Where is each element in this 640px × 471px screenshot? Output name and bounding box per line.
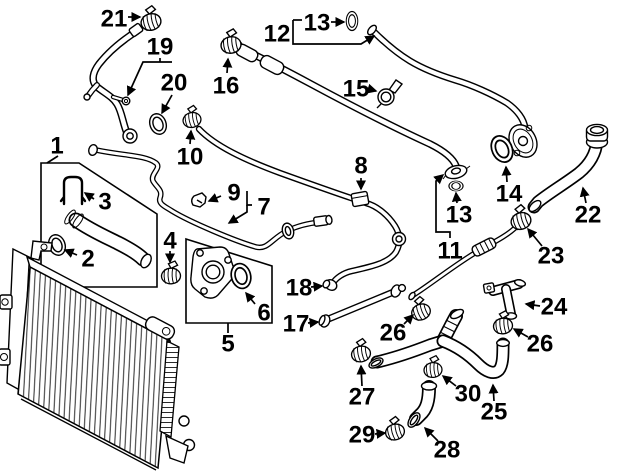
callout-6: 6	[257, 300, 270, 327]
callout-15: 15	[343, 76, 370, 103]
callout-leader-19-1	[126, 61, 172, 97]
callout-1: 1	[50, 133, 63, 160]
callout-19: 19	[147, 34, 174, 61]
callout-leader-25-0	[488, 383, 499, 402]
callout-23: 23	[538, 243, 565, 270]
clamp-part-10	[179, 103, 203, 130]
box-part-1	[40, 162, 158, 288]
callout-9: 9	[227, 180, 240, 207]
callout-leader-20-0	[161, 94, 173, 115]
callout-24: 24	[541, 294, 568, 321]
callout-leader-23-0	[527, 227, 543, 247]
callout-leader-15-0	[366, 83, 378, 94]
oring-part-20	[146, 110, 170, 138]
callout-leader-16-0	[222, 57, 233, 74]
clamp-part-30	[421, 354, 444, 379]
callout-12: 12	[264, 21, 291, 48]
hose-part-12	[366, 24, 538, 158]
callout-13b: 13	[446, 202, 473, 229]
hose-part-2	[64, 209, 152, 269]
hose-part-22	[527, 123, 609, 213]
flange-part-11	[442, 164, 471, 180]
clamp-part-29	[381, 414, 407, 443]
callout-26b: 26	[527, 331, 554, 358]
pipe-part-19	[83, 22, 144, 144]
callout-3: 3	[98, 189, 111, 216]
callout-28: 28	[434, 437, 461, 464]
callout-26a: 26	[380, 320, 407, 347]
manifold-part-24	[482, 279, 527, 320]
callout-leader-27-0	[356, 364, 367, 387]
callout-leader-7-0	[246, 191, 252, 206]
callout-22: 22	[575, 202, 602, 229]
callout-leader-10-0	[185, 129, 196, 145]
hose-part-8-10-18	[199, 129, 407, 291]
callout-leader-29-0	[374, 428, 387, 439]
clamp-part-27	[347, 336, 373, 365]
callout-leader-1-0	[46, 155, 59, 164]
oring-part-13-mid	[448, 180, 464, 192]
callout-17: 17	[283, 311, 310, 338]
fitting-part-18	[322, 279, 338, 291]
pipe-part-11	[233, 41, 471, 180]
callout-leader-30-0	[441, 375, 457, 387]
hose-part-28	[407, 382, 438, 428]
bracket-part-15	[376, 79, 404, 109]
callout-25: 25	[481, 399, 508, 426]
callout-16: 16	[213, 73, 240, 100]
radiator	[0, 240, 196, 471]
callout-leader-24-0	[524, 300, 541, 311]
thermostat-part-5	[190, 246, 236, 299]
hose-part-25	[368, 308, 511, 373]
callout-18: 18	[286, 275, 313, 302]
callout-7: 7	[257, 194, 270, 221]
callout-leader-17-0	[307, 317, 320, 328]
clip-part-9	[191, 192, 207, 208]
callout-21: 21	[101, 6, 128, 33]
callout-leader-14-0	[501, 165, 512, 183]
callout-leader-22-0	[579, 186, 590, 204]
callout-4: 4	[163, 228, 177, 255]
clamp-part-4	[160, 260, 182, 285]
callout-5: 5	[221, 331, 234, 358]
callout-leader-6-0	[245, 291, 256, 305]
pipe-part-24	[408, 228, 527, 320]
callout-2: 2	[81, 246, 94, 273]
callout-leader-7-1	[227, 205, 248, 224]
callout-8: 8	[354, 153, 367, 180]
callout-14: 14	[496, 181, 523, 208]
callout-20: 20	[161, 70, 188, 97]
callout-10: 10	[177, 144, 204, 171]
callout-leader-9-0	[207, 193, 222, 203]
clamp-part-16	[217, 27, 243, 56]
callout-leader-12-1	[292, 20, 376, 45]
pipe-part-17	[318, 283, 407, 328]
callout-29: 29	[349, 422, 376, 449]
callout-leader-26b-0	[512, 328, 529, 338]
callout-leader-13b-0	[451, 191, 462, 204]
callout-leader-3-0	[83, 192, 95, 202]
callout-27: 27	[349, 384, 376, 411]
junction-part-8	[350, 190, 370, 208]
callout-leader-26a-0	[403, 313, 415, 325]
callout-13a: 13	[304, 10, 331, 37]
callout-leader-28-0	[423, 426, 439, 442]
callout-leader-2-0	[63, 248, 78, 258]
callout-30: 30	[455, 381, 482, 408]
callout-11: 11	[437, 238, 462, 265]
oring-part-13-top	[345, 10, 359, 32]
pipe-part-7	[88, 143, 333, 248]
callout-leader-11-0	[433, 174, 451, 238]
callout-leader-18-0	[310, 281, 324, 292]
